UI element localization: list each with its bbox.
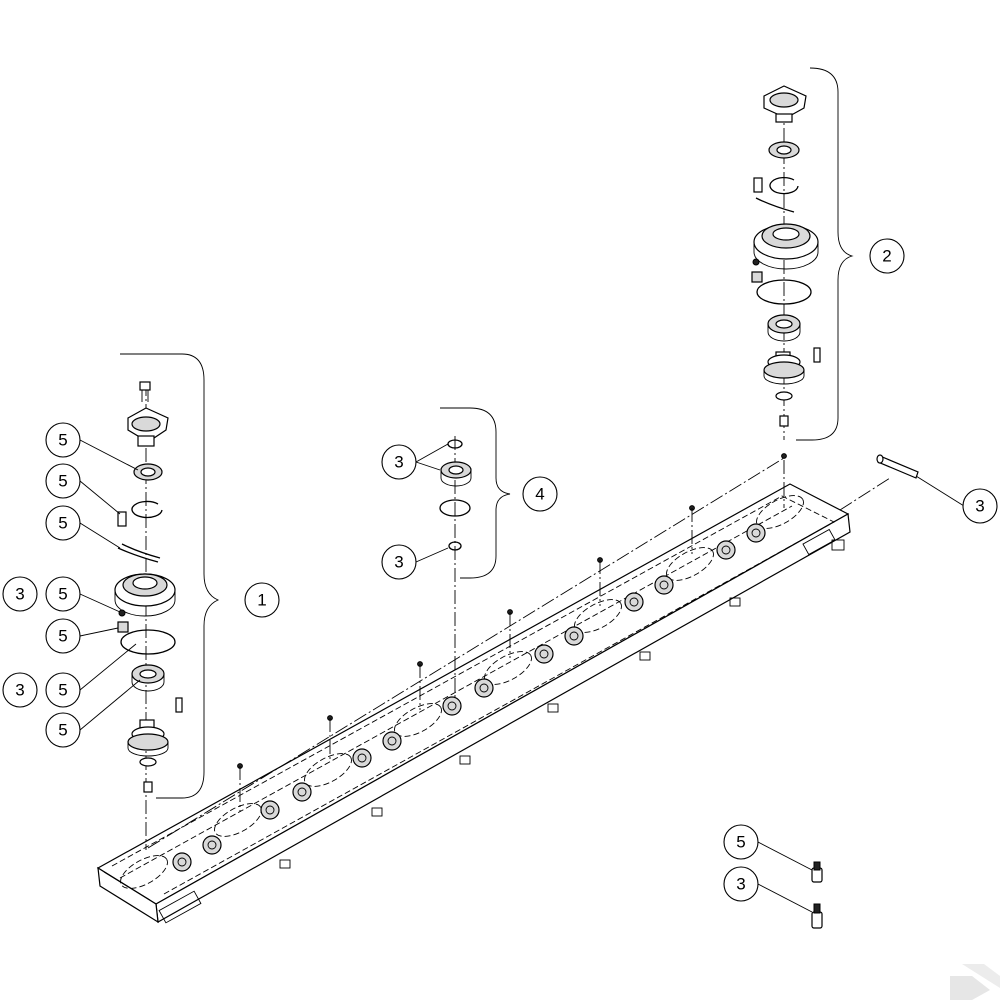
middle-assembly [439,407,511,700]
bar-axis-line [147,453,787,849]
callout-label: 5 [58,681,67,700]
brand-logo-watermark [950,964,1000,1000]
gear-row [172,523,766,872]
drive-shaft [839,454,919,511]
callout-c7: 3 [2,672,38,708]
cutter-bar [96,483,851,924]
callout-label: 5 [58,514,67,533]
callout-c1: 5 [45,422,81,458]
callout-c17: 3 [723,866,759,902]
leader-lines [79,439,965,913]
callout-label: 5 [58,431,67,450]
callout-c9: 5 [45,712,81,748]
callout-label: 1 [257,591,266,610]
callout-c4: 3 [2,576,38,612]
callout-label: 3 [975,497,984,516]
threadlocker-bottles [811,861,823,929]
callout-c16: 5 [723,824,759,860]
callout-label: 3 [736,875,745,894]
callout-c3: 5 [45,505,81,541]
callout-bubbles: 5 5 5 3 5 5 3 5 [2,238,998,902]
callout-label: 2 [882,247,891,266]
callout-c6: 5 [45,618,81,654]
callout-label: 5 [58,721,67,740]
callout-c5: 5 [45,576,81,612]
callout-c11: 3 [381,444,417,480]
callout-c12: 3 [381,544,417,580]
callout-c10: 1 [244,582,280,618]
callout-label: 3 [15,681,24,700]
callout-label: 3 [15,585,24,604]
callout-label: 3 [394,553,403,572]
left-assembly [114,353,220,850]
callout-c8: 5 [45,672,81,708]
callout-label: 5 [58,472,67,491]
callout-c14: 2 [869,238,905,274]
callout-label: 5 [736,833,745,852]
callout-label: 3 [394,453,403,472]
callout-c13: 4 [522,476,558,512]
callout-c2: 5 [45,463,81,499]
callout-label: 4 [535,485,544,504]
callout-label: 5 [58,585,67,604]
callout-label: 5 [58,627,67,646]
right-assembly [751,67,854,441]
callout-c15: 3 [962,488,998,524]
